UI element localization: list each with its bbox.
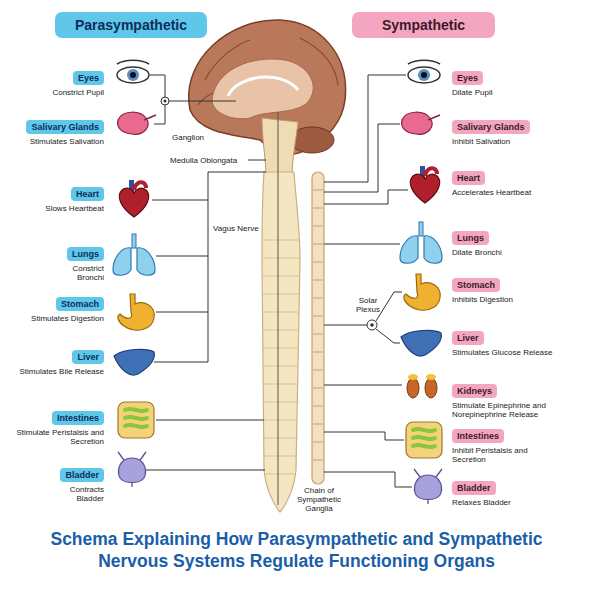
effect-text: Accelerates Heartbeat: [452, 188, 572, 197]
organ-name: Sympathetic: [352, 12, 495, 38]
salivary-icon: [402, 112, 440, 134]
stomach-icon: [118, 294, 154, 330]
liver-icon: [114, 349, 154, 375]
ganglion-dot: [164, 100, 167, 103]
sympathetic-chain: [312, 172, 324, 484]
effect-text: Stimulate Peristalsis and Secretion: [16, 428, 104, 446]
intestines-icon: [118, 402, 154, 438]
effect-text: Stimulates Glucose Release: [452, 348, 577, 357]
eye-icon: [408, 60, 440, 83]
intestines-icon: [406, 422, 442, 458]
central-nerve-line: [278, 112, 279, 505]
organ-name: Salivary Glands: [26, 120, 104, 134]
organ-name: Stomach: [452, 278, 500, 292]
sympathetic-nerve-line: [324, 75, 412, 487]
part-label: Medulla Oblongata: [170, 156, 270, 165]
effect-text: Slows Heartbeat: [34, 204, 104, 213]
ganglion-circle: [161, 97, 169, 105]
organ-label: KidneysStimulate Epinephrine and Norepin…: [452, 380, 564, 419]
spinal-cord: [262, 172, 300, 512]
organ-label: HeartAccelerates Heartbeat: [452, 167, 572, 197]
effect-text: Constrict Pupil: [34, 88, 104, 97]
salivary-icon: [118, 112, 156, 134]
eye-icon: [117, 60, 149, 83]
heart-icon: [119, 180, 148, 217]
organ-label: Salivary GlandsStimulates Salivation: [4, 116, 104, 146]
organ-name: Salivary Glands: [452, 120, 530, 134]
effect-text: Stimulates Salivation: [4, 137, 104, 146]
organ-label: EyesConstrict Pupil: [34, 67, 104, 97]
organ-name: Kidneys: [452, 384, 497, 398]
system-header: Parasympathetic: [55, 12, 207, 38]
lungs-icon: [400, 222, 442, 263]
part-label: Solar Plexus: [352, 296, 384, 314]
organ-name: Stomach: [56, 297, 104, 311]
organ-label: LiverStimulates Glucose Release: [452, 327, 577, 357]
vagus-nerve-line: [152, 172, 266, 362]
organ-label: LungsConstrict Bronchi: [60, 243, 104, 282]
effect-text: Inhibits Digestion: [452, 295, 542, 304]
kidneys-icon: [407, 374, 437, 398]
organ-name: Intestines: [452, 429, 504, 443]
part-label: Ganglion: [172, 133, 232, 142]
part-label: Vagus Nerve: [213, 224, 273, 233]
effect-text: Dilate Pupil: [452, 88, 542, 97]
brain-medial-section: [212, 59, 313, 119]
effect-text: Inhibit Peristalsis and Secretion: [452, 446, 532, 464]
solar-plexus-dot: [370, 323, 374, 327]
effect-text: Dilate Bronchi: [452, 248, 542, 257]
bladder-icon: [414, 469, 442, 504]
organ-name: Bladder: [452, 481, 496, 495]
chain-ganglia: [313, 190, 323, 460]
organ-name: Liver: [72, 350, 104, 364]
lungs-icon: [113, 234, 155, 275]
organ-label: HeartSlows Heartbeat: [34, 183, 104, 213]
organ-label: IntestinesInhibit Peristalsis and Secret…: [452, 425, 532, 464]
corpus-callosum: [228, 77, 298, 96]
effect-text: Stimulates Bile Release: [14, 367, 104, 376]
organ-label: IntestinesStimulate Peristalsis and Secr…: [16, 407, 104, 446]
figure-caption: Schema Explaining How Parasympathetic an…: [10, 528, 583, 572]
brainstem: [262, 118, 298, 176]
effect-text: Contracts Bladder: [54, 485, 104, 503]
organ-label: StomachInhibits Digestion: [452, 274, 542, 304]
part-label: Chain of Sympathetic Ganglia: [288, 486, 350, 513]
organ-label: StomachStimulates Digestion: [14, 293, 104, 323]
organ-label: EyesDilate Pupil: [452, 67, 542, 97]
bladder-icon: [118, 452, 146, 487]
organ-label: BladderRelaxes Bladder: [452, 477, 552, 507]
organ-name: Bladder: [60, 468, 104, 482]
effect-text: Inhibit Salivation: [452, 137, 572, 146]
organ-name: Heart: [71, 187, 104, 201]
organ-name: Lungs: [67, 247, 104, 261]
cranial-nerve-line: [150, 75, 236, 124]
organ-name: Eyes: [452, 71, 483, 85]
organ-name: Intestines: [52, 411, 104, 425]
system-header: Sympathetic: [352, 12, 495, 38]
organ-name: Liver: [452, 331, 484, 345]
cord-segments: [263, 240, 299, 474]
sacral-nerve-line: [146, 420, 265, 470]
effect-text: Constrict Bronchi: [60, 264, 104, 282]
organ-name: Parasympathetic: [55, 12, 207, 38]
organ-label: LiverStimulates Bile Release: [14, 346, 104, 376]
effect-text: Stimulate Epinephrine and Norepinephrine…: [452, 401, 564, 419]
organ-label: Salivary GlandsInhibit Salivation: [452, 116, 572, 146]
stomach-icon: [404, 274, 440, 310]
solar-plexus-circle: [367, 320, 377, 330]
organ-label: LungsDilate Bronchi: [452, 227, 542, 257]
organ-name: Lungs: [452, 231, 489, 245]
effect-text: Relaxes Bladder: [452, 498, 552, 507]
organ-name: Eyes: [73, 71, 104, 85]
heart-icon: [410, 166, 439, 203]
organ-name: Heart: [452, 171, 485, 185]
liver-icon: [401, 330, 441, 356]
effect-text: Stimulates Digestion: [14, 314, 104, 323]
organ-label: BladderContracts Bladder: [54, 464, 104, 503]
medulla-pointer: [248, 160, 266, 161]
